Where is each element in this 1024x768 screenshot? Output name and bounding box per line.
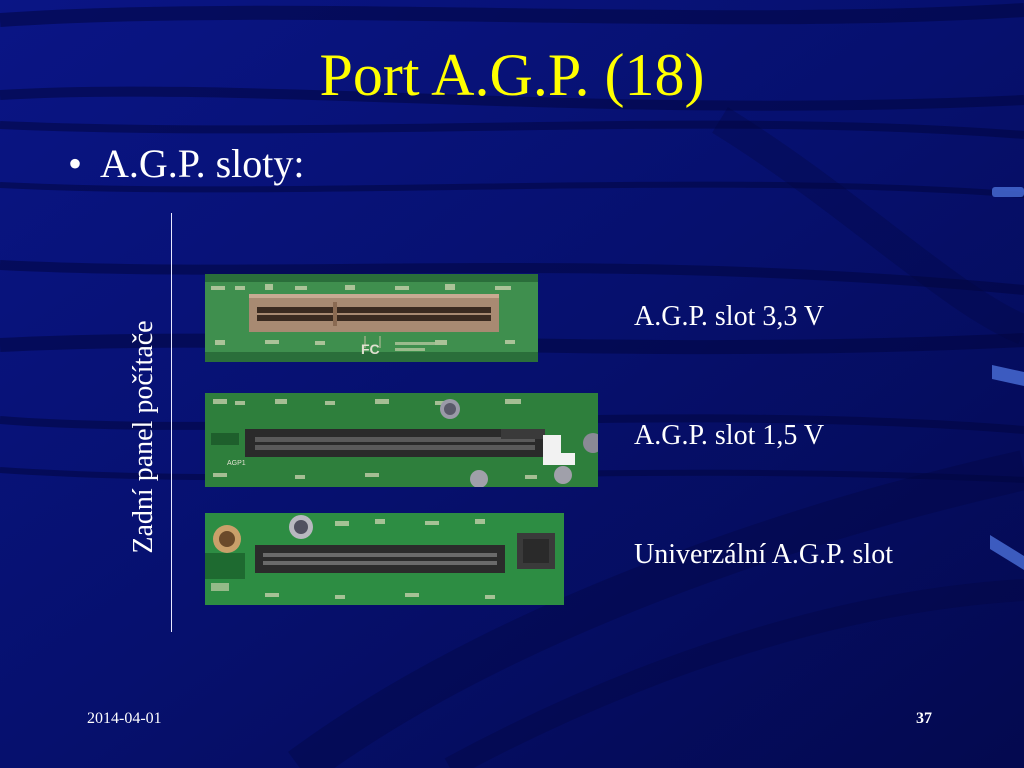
bullet-item: • A.G.P. sloty:: [68, 140, 305, 188]
page-number: 37: [916, 710, 932, 727]
bullet-symbol: •: [68, 141, 83, 186]
svg-text:FC: FC: [361, 341, 380, 357]
slide-title: Port A.G.P. (18): [319, 42, 705, 108]
rear-panel-label: Zadní panel počítače: [128, 320, 159, 554]
agp-3-3v-slot-image: FC: [205, 274, 538, 362]
slot-label-1-5v: A.G.P. slot 1,5 V: [634, 420, 825, 451]
slot-label-universal: Univerzální A.G.P. slot: [634, 539, 893, 570]
slot-label-3-3v: A.G.P. slot 3,3 V: [634, 301, 825, 332]
bullet-text: A.G.P. sloty:: [100, 141, 305, 186]
footer-date: 2014-04-01: [87, 710, 162, 727]
universal-agp-slot-image: [205, 513, 564, 605]
svg-text:AGP1: AGP1: [227, 460, 246, 467]
agp-1-5v-slot-image: AGP1: [205, 393, 598, 487]
rear-panel-line: [171, 213, 172, 632]
